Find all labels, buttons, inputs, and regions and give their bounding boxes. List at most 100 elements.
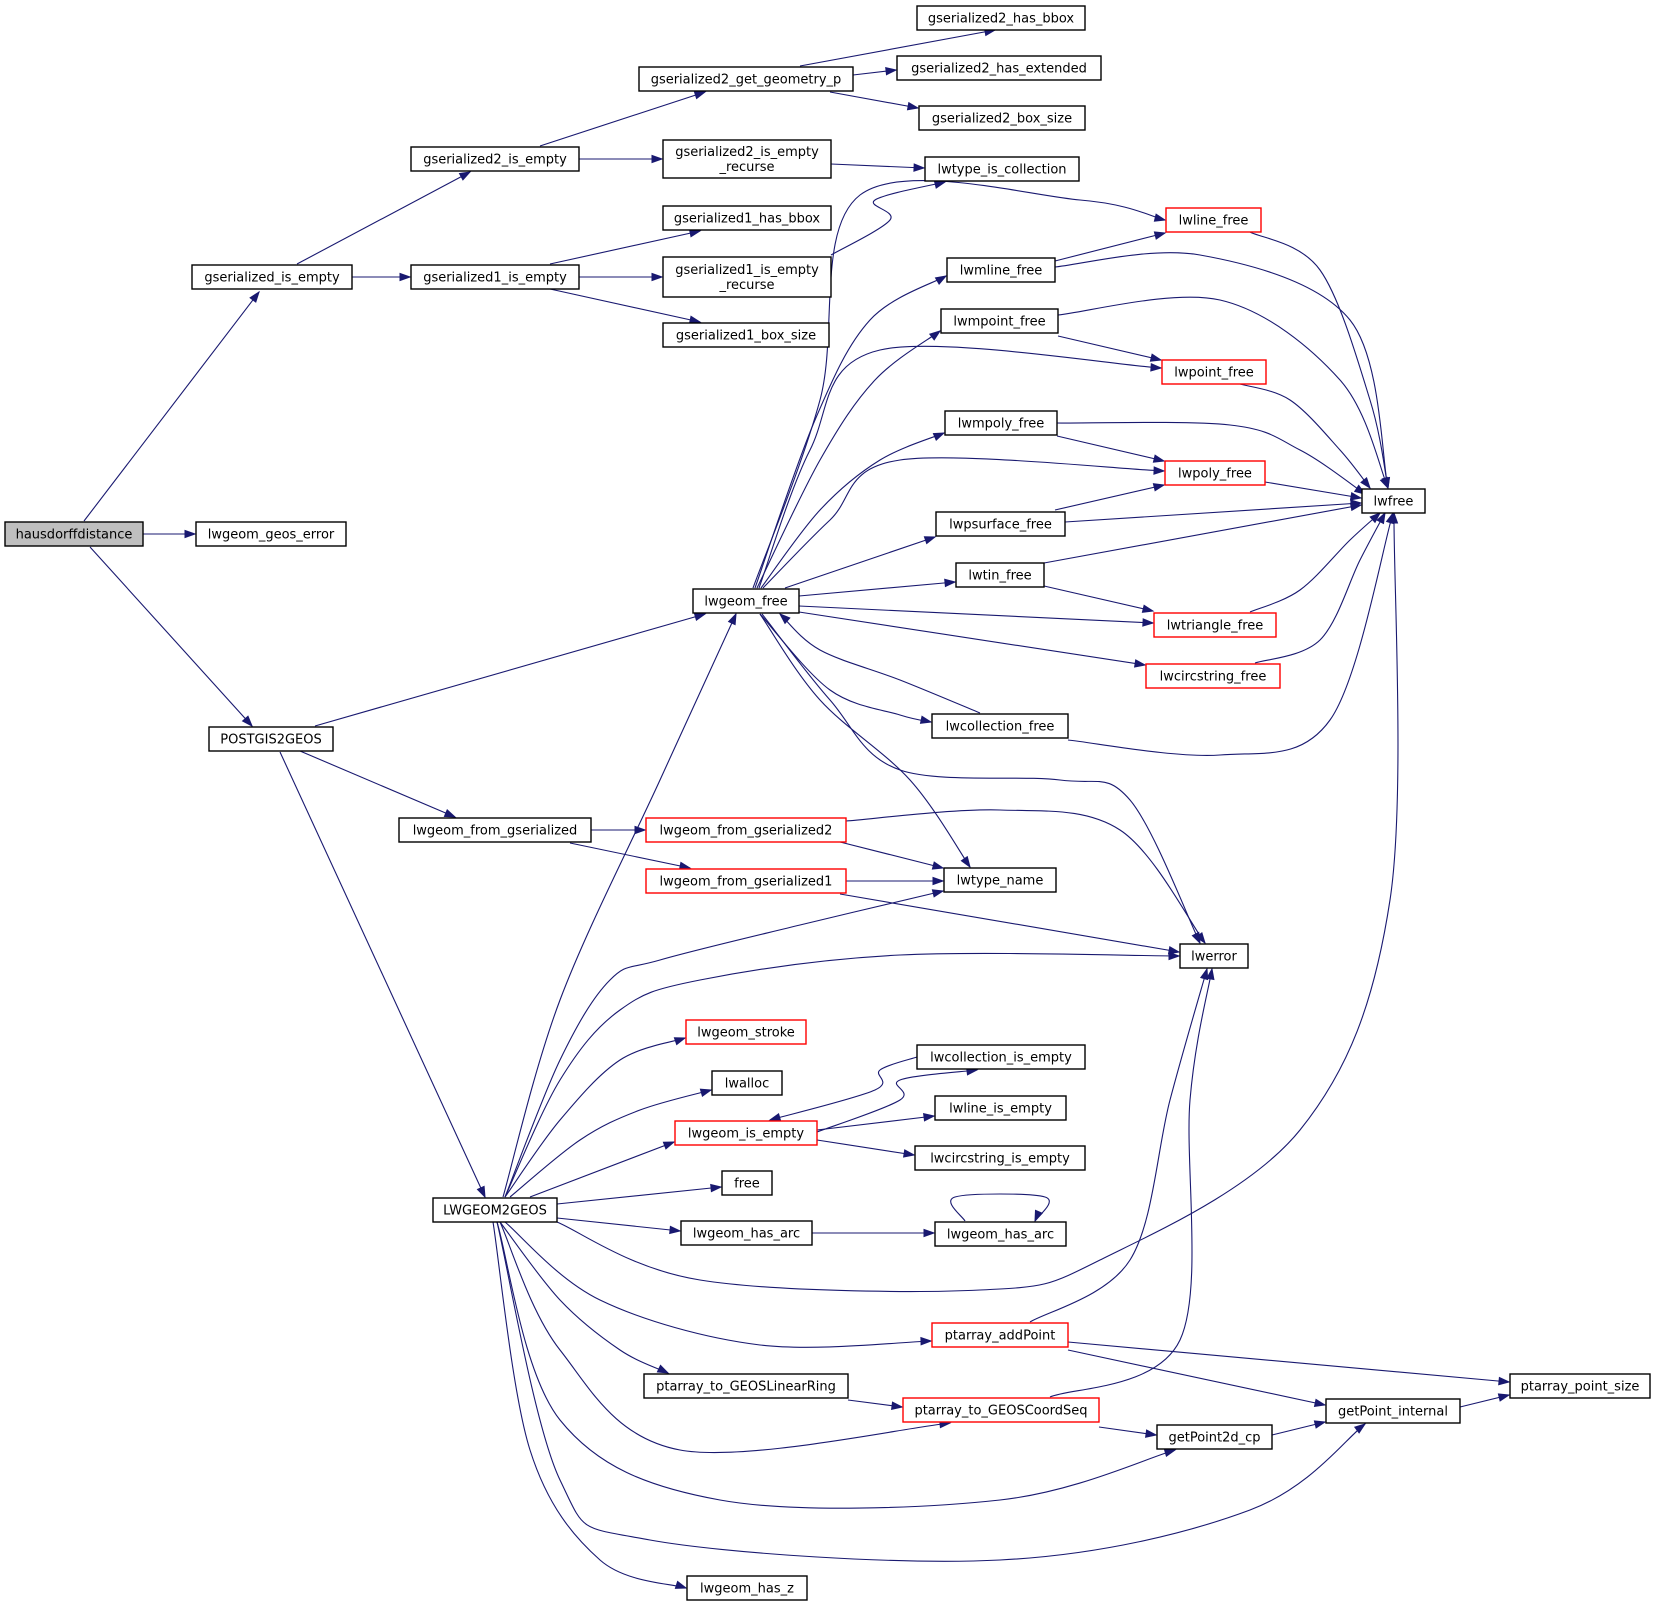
node-lwgeom-is-empty[interactable]: lwgeom_is_empty (674, 1120, 818, 1146)
node-box[interactable] (711, 1070, 783, 1096)
node-lwpsurface-free[interactable]: lwpsurface_free (935, 511, 1066, 537)
node-box[interactable] (1156, 1424, 1273, 1450)
node-box[interactable] (1153, 612, 1277, 638)
node-box[interactable] (924, 156, 1080, 182)
node-free[interactable]: free (721, 1170, 773, 1196)
node-lwtype-is-collection[interactable]: lwtype_is_collection (924, 156, 1080, 182)
node-box[interactable] (685, 1019, 807, 1045)
node-box[interactable] (721, 1170, 773, 1196)
node-ptarray-point-size[interactable]: ptarray_point_size (1509, 1373, 1651, 1399)
node-lwcollection-is-empty[interactable]: lwcollection_is_empty (916, 1044, 1086, 1070)
node-lwgeom-has-arc-b[interactable]: lwgeom_has_arc (934, 1221, 1067, 1247)
node-box[interactable] (662, 205, 832, 231)
node-lwline-free[interactable]: lwline_free (1165, 207, 1262, 233)
node-ptarray-addpoint[interactable]: ptarray_addPoint (931, 1322, 1069, 1348)
node-lwpoly-free[interactable]: lwpoly_free (1164, 460, 1266, 486)
node-box[interactable] (918, 105, 1086, 131)
node-box[interactable] (680, 1220, 813, 1246)
node-box[interactable] (1509, 1373, 1651, 1399)
node-gserialized1-is-empty[interactable]: gserialized1_is_empty (410, 264, 580, 290)
node-box[interactable] (1361, 488, 1426, 514)
node-box[interactable] (934, 1095, 1067, 1121)
node-postgis2geos[interactable]: POSTGIS2GEOS (208, 726, 334, 752)
node-lwtype-name[interactable]: lwtype_name (943, 867, 1057, 893)
node-box[interactable] (914, 1145, 1086, 1171)
node-box[interactable] (943, 867, 1057, 893)
node-gserialized2-get-geometry-p[interactable]: gserialized2_get_geometry_p (638, 66, 854, 92)
node-box[interactable] (1165, 207, 1262, 233)
node-lwgeom-has-arc-a[interactable]: lwgeom_has_arc (680, 1220, 813, 1246)
node-lwcollection-free[interactable]: lwcollection_free (931, 713, 1069, 739)
node-box[interactable] (191, 264, 353, 290)
node-box[interactable] (662, 139, 832, 179)
node-box[interactable] (935, 511, 1066, 537)
node-box[interactable] (398, 817, 592, 843)
node-box[interactable] (643, 1373, 849, 1399)
node-lwgeom-from-gserialized1[interactable]: lwgeom_from_gserialized1 (645, 868, 847, 894)
node-lwgeom-has-z[interactable]: lwgeom_has_z (686, 1575, 808, 1601)
node-lwmline-free[interactable]: lwmline_free (946, 257, 1056, 283)
node-box[interactable] (195, 521, 347, 547)
node-box[interactable] (432, 1197, 558, 1223)
node-getpoint2d-cp[interactable]: getPoint2d_cp (1156, 1424, 1273, 1450)
node-gserialized2-has-bbox[interactable]: gserialized2_has_bbox (916, 5, 1086, 31)
node-box[interactable] (902, 1397, 1100, 1423)
node-lwgeom-from-gserialized2[interactable]: lwgeom_from_gserialized2 (645, 817, 847, 843)
node-box[interactable] (896, 55, 1102, 81)
node-box[interactable] (916, 1044, 1086, 1070)
node-lwfree[interactable]: lwfree (1361, 488, 1426, 514)
node-lwgeom-geos-error[interactable]: lwgeom_geos_error (195, 521, 347, 547)
node-gserialized2-is-empty-recurse[interactable]: gserialized2_is_empty_recurse (662, 139, 832, 179)
node-gserialized1-has-bbox[interactable]: gserialized1_has_bbox (662, 205, 832, 231)
node-box[interactable] (1145, 663, 1281, 689)
node-hausdorffdistance[interactable]: hausdorffdistance (4, 521, 144, 547)
node-gserialized2-is-empty[interactable]: gserialized2_is_empty (410, 146, 580, 172)
node-ptarray-to-geoscoordseq[interactable]: ptarray_to_GEOSCoordSeq (902, 1397, 1100, 1423)
node-lwerror[interactable]: lwerror (1179, 943, 1249, 969)
node-gserialized2-has-extended[interactable]: gserialized2_has_extended (896, 55, 1102, 81)
node-box[interactable] (645, 817, 847, 843)
node-lwalloc[interactable]: lwalloc (711, 1070, 783, 1096)
node-box[interactable] (645, 868, 847, 894)
node-box[interactable] (638, 66, 854, 92)
node-lwmpoint-free[interactable]: lwmpoint_free (940, 308, 1059, 334)
node-box[interactable] (4, 521, 144, 547)
node-box[interactable] (934, 1221, 1067, 1247)
node-lwmpoly-free[interactable]: lwmpoly_free (944, 410, 1058, 436)
node-box[interactable] (686, 1575, 808, 1601)
node-box[interactable] (955, 562, 1045, 588)
node-box[interactable] (692, 588, 800, 614)
node-getpoint-internal[interactable]: getPoint_internal (1325, 1398, 1461, 1424)
node-box[interactable] (1325, 1398, 1461, 1424)
node-box[interactable] (916, 5, 1086, 31)
node-lwtin-free[interactable]: lwtin_free (955, 562, 1045, 588)
node-box[interactable] (940, 308, 1059, 334)
node-lwgeom-from-gserialized[interactable]: lwgeom_from_gserialized (398, 817, 592, 843)
node-lwcircstring-free[interactable]: lwcircstring_free (1145, 663, 1281, 689)
node-lwtriangle-free[interactable]: lwtriangle_free (1153, 612, 1277, 638)
node-lwline-is-empty[interactable]: lwline_is_empty (934, 1095, 1067, 1121)
node-box[interactable] (674, 1120, 818, 1146)
node-box[interactable] (208, 726, 334, 752)
node-box[interactable] (944, 410, 1058, 436)
node-gserialized-is-empty[interactable]: gserialized_is_empty (191, 264, 353, 290)
node-box[interactable] (662, 256, 832, 298)
node-lwgeom-stroke[interactable]: lwgeom_stroke (685, 1019, 807, 1045)
node-lwgeom2geos[interactable]: LWGEOM2GEOS (432, 1197, 558, 1223)
node-lwcircstring-is-empty[interactable]: lwcircstring_is_empty (914, 1145, 1086, 1171)
node-box[interactable] (1179, 943, 1249, 969)
node-box[interactable] (410, 146, 580, 172)
node-box[interactable] (662, 322, 830, 348)
node-box[interactable] (1164, 460, 1266, 486)
node-gserialized2-box-size[interactable]: gserialized2_box_size (918, 105, 1086, 131)
node-lwpoint-free[interactable]: lwpoint_free (1161, 359, 1267, 385)
node-lwgeom-free[interactable]: lwgeom_free (692, 588, 800, 614)
node-box[interactable] (946, 257, 1056, 283)
node-box[interactable] (931, 713, 1069, 739)
node-box[interactable] (931, 1322, 1069, 1348)
node-ptarray-to-geoslinearring[interactable]: ptarray_to_GEOSLinearRing (643, 1373, 849, 1399)
node-box[interactable] (410, 264, 580, 290)
node-gserialized1-is-empty-recurse[interactable]: gserialized1_is_empty_recurse (662, 256, 832, 298)
node-gserialized1-box-size[interactable]: gserialized1_box_size (662, 322, 830, 348)
node-box[interactable] (1161, 359, 1267, 385)
